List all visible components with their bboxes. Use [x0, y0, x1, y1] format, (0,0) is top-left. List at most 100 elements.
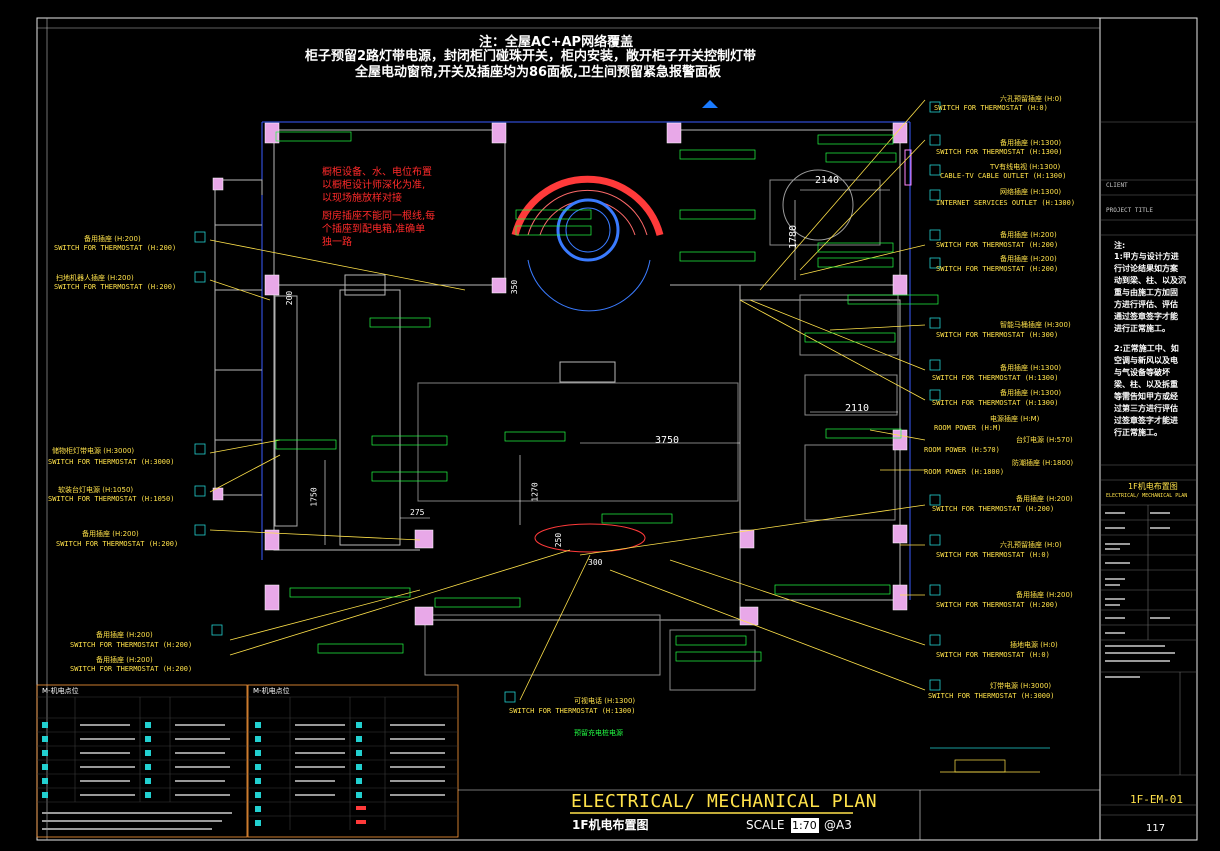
note-line: 等需告知甲方或经 [1114, 392, 1178, 401]
right-label-en: SWITCH FOR THERMOSTAT (H:1300) [932, 374, 1059, 382]
paper-size: @A3 [824, 818, 852, 832]
plan-subtitle: 1F机电布置图 [572, 818, 649, 832]
right-label-cn: TV有线电视 (H:1300) [990, 163, 1061, 171]
scale-label: SCALE [746, 818, 785, 832]
right-label-en: SWITCH FOR THERMOSTAT (H:1300) [932, 399, 1059, 407]
left-label-cn: 备用插座 (H:200) [84, 235, 141, 243]
right-label-en: INTERNET SERVICES OUTLET (H:1300) [936, 199, 1076, 207]
note-line: 过第三方进行评估 [1114, 404, 1178, 413]
title-block-client: CLIENT [1106, 182, 1128, 189]
device-tags [275, 131, 939, 662]
scale-value: 1:70 [792, 819, 817, 832]
right-label-en: SWITCH FOR THERMOSTAT (H:0) [934, 104, 1048, 112]
note-line: 通过签章签字才能 [1114, 312, 1178, 321]
title-block-grid [1100, 121, 1197, 816]
note-line: 1:甲方与设计方进 [1114, 252, 1179, 261]
dimension-label: 200 [285, 290, 295, 306]
red-note-line: 橱柜设备、水、电位布置 [322, 167, 432, 178]
legend-grid [37, 696, 458, 830]
ev-charger-note: 预留充电桩电源 [574, 729, 623, 737]
red-note-line: 独一路 [322, 237, 352, 248]
dimension-label: 2140 [815, 175, 840, 186]
right-label-cn: 台灯电源 (H:570) [1016, 436, 1073, 444]
drawing-title-en: ELECTRICAL/ MECHANICAL PLAN [1106, 493, 1188, 499]
header-note-1: 注：全屋AC+AP网络覆盖 [479, 35, 634, 50]
note-line: 重与由施工方加固 [1114, 288, 1178, 297]
page-number: 117 [1146, 823, 1166, 834]
kitchen-red-notes: 橱柜设备、水、电位布置 以橱柜设计师深化为准, 以现场施放样对接 厨房插座不能同… [322, 168, 472, 248]
red-note-line: 以橱柜设计师深化为准, [322, 180, 426, 191]
left-label-cn: 软装台灯电源 (H:1050) [58, 486, 134, 494]
dimension-label: 350 [510, 279, 520, 295]
left-label-cn: 备用插座 (H:200) [96, 656, 153, 664]
title-block-notes: 注: 1:甲方与设计方进 行讨论结果如方案 动到梁、柱、以及沉 重与由施工方加固… [1114, 242, 1198, 437]
north-arrow-icon [702, 100, 718, 108]
dimension-label: 2110 [845, 403, 870, 414]
note-line: 行讨论结果如方案 [1114, 264, 1178, 273]
frame-ticks [37, 18, 1100, 840]
dimension-label: 275 [410, 508, 425, 517]
left-label-en: SWITCH FOR THERMOSTAT (H:200) [70, 665, 193, 673]
bottom-label-cn: 可视电话 (H:1300) [574, 697, 636, 705]
bottom-label-en: SWITCH FOR THERMOSTAT (H:1300) [509, 707, 636, 715]
right-label-cn: 备用插座 (H:200) [1000, 255, 1057, 263]
right-label-cn: 防潮插座 (H:1800) [1012, 459, 1074, 467]
right-label-cn: 插地电源 (H:0) [1010, 641, 1058, 649]
left-label-en: SWITCH FOR THERMOSTAT (H:200) [70, 641, 193, 649]
right-label-en: SWITCH FOR THERMOSTAT (H:200) [936, 241, 1059, 249]
legend-tables [36, 684, 459, 838]
right-label-cn: 备用插座 (H:200) [1016, 591, 1073, 599]
title-block-frame [1099, 17, 1198, 841]
detail-sketch [930, 747, 1050, 773]
legend-text-bars [42, 724, 445, 830]
notes-heading: 注: [1114, 241, 1126, 250]
dimension-label: 1780 [788, 224, 800, 250]
note-line: 2:正常施工中、如 [1114, 344, 1179, 353]
right-label-en: ROOM POWER (H:M) [934, 424, 1002, 432]
leader-lines [209, 99, 926, 701]
right-label-en: SWITCH FOR THERMOSTAT (H:200) [936, 601, 1059, 609]
red-note-line: 个插座到配电箱,准确单 [322, 224, 426, 235]
right-label-cn: 六孔预留插座 (H:0) [1000, 541, 1062, 549]
right-label-en: ROOM POWER (H:570) [924, 446, 1000, 454]
note-line: 梁、柱、以及拆重 [1114, 380, 1178, 389]
right-label-cn: 网络插座 (H:1300) [1000, 188, 1062, 196]
legend-left-title: M-机电点位 [42, 687, 79, 695]
right-label-cn: 备用插座 (H:1300) [1000, 139, 1062, 147]
right-label-cn: 备用插座 (H:1300) [1000, 364, 1062, 372]
dimension-label: 1750 [309, 487, 319, 507]
red-note-line: 厨房插座不能同一根线,每 [322, 211, 436, 222]
legend-right-title: M-机电点位 [253, 687, 290, 695]
right-label-en: ROOM POWER (H:1800) [924, 468, 1005, 476]
right-label-en: CABLE-TV CABLE OUTLET (H:1300) [940, 172, 1067, 180]
right-label-cn: 备用插座 (H:200) [1000, 231, 1057, 239]
note-line: 与气设备等破坏 [1114, 368, 1170, 377]
right-label-en: SWITCH FOR THERMOSTAT (H:0) [936, 551, 1050, 559]
note-line: 行正常施工。 [1114, 428, 1162, 437]
right-label-en: SWITCH FOR THERMOSTAT (H:300) [936, 331, 1059, 339]
header-note-2: 柜子预留2路灯带电源，封闭柜门碰珠开关，柜内安装，敞开柜子开关控制灯带 [305, 49, 757, 64]
title-block-text-bars [1105, 512, 1175, 678]
right-label-cn: 灯带电源 (H:3000) [990, 682, 1052, 690]
right-label-cn: 备用插座 (H:1300) [1000, 389, 1062, 397]
dimension-label: 3750 [655, 435, 680, 446]
columns [212, 122, 908, 626]
legend-symbols [42, 722, 366, 826]
dimension-label: 250 [554, 532, 564, 548]
red-note-line: 以现场施放样对接 [322, 193, 402, 204]
right-label-cn: 六孔预留插座 (H:0) [1000, 95, 1062, 103]
drawing-title: 1F机电布置图 [1128, 482, 1178, 491]
note-line: 方进行评估、评估 [1114, 300, 1178, 309]
right-label-en: SWITCH FOR THERMOSTAT (H:200) [932, 505, 1055, 513]
right-label-en: SWITCH FOR THERMOSTAT (H:200) [936, 265, 1059, 273]
title-block-project: PROJECT TITLE [1106, 207, 1153, 214]
right-label-cn: 备用插座 (H:200) [1016, 495, 1073, 503]
title-underline [458, 789, 1100, 840]
note-line: 过签章签字才能进 [1114, 416, 1178, 425]
right-label-en: SWITCH FOR THERMOSTAT (H:0) [936, 651, 1050, 659]
right-label-cn: 电源插座 (H:M) [990, 415, 1040, 423]
right-label-en: SWITCH FOR THERMOSTAT (H:1300) [936, 148, 1063, 156]
right-label-cn: 智能马桶插座 (H:300) [1000, 321, 1071, 329]
spiral-staircase [511, 175, 664, 312]
